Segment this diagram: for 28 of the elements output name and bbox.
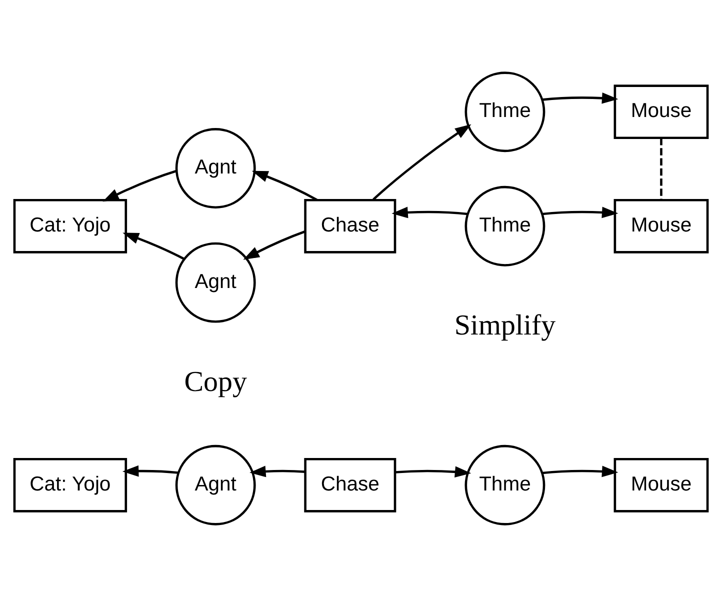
arrow	[102, 169, 177, 202]
arrow	[122, 464, 179, 476]
node-box: Cat: Yojo	[13, 198, 128, 253]
node-box: Chase	[304, 457, 396, 512]
arrow	[122, 232, 185, 260]
node-box: Cat: Yojo	[13, 457, 128, 512]
node-circle: Agnt	[175, 444, 256, 525]
arrow	[542, 465, 618, 477]
arrow	[392, 206, 468, 218]
node-circle: Thme	[464, 71, 546, 152]
node-circle: Agnt	[175, 128, 256, 208]
arrow	[252, 170, 318, 200]
arrow	[542, 92, 618, 104]
node-circle: Thme	[464, 444, 546, 525]
arrow	[250, 465, 306, 477]
label: Simplify	[454, 309, 556, 342]
arrow	[243, 230, 306, 260]
label: Copy	[184, 366, 247, 398]
connector	[660, 137, 662, 200]
node-box: Mouse	[614, 84, 709, 139]
node-circle: Thme	[464, 185, 546, 266]
arrow	[395, 466, 472, 478]
node-box: Mouse	[614, 457, 709, 512]
node-box: Mouse	[614, 198, 709, 253]
arrow	[372, 124, 472, 200]
node-box: Chase	[304, 198, 396, 253]
node-circle: Agnt	[175, 242, 256, 322]
arrow	[542, 206, 618, 218]
